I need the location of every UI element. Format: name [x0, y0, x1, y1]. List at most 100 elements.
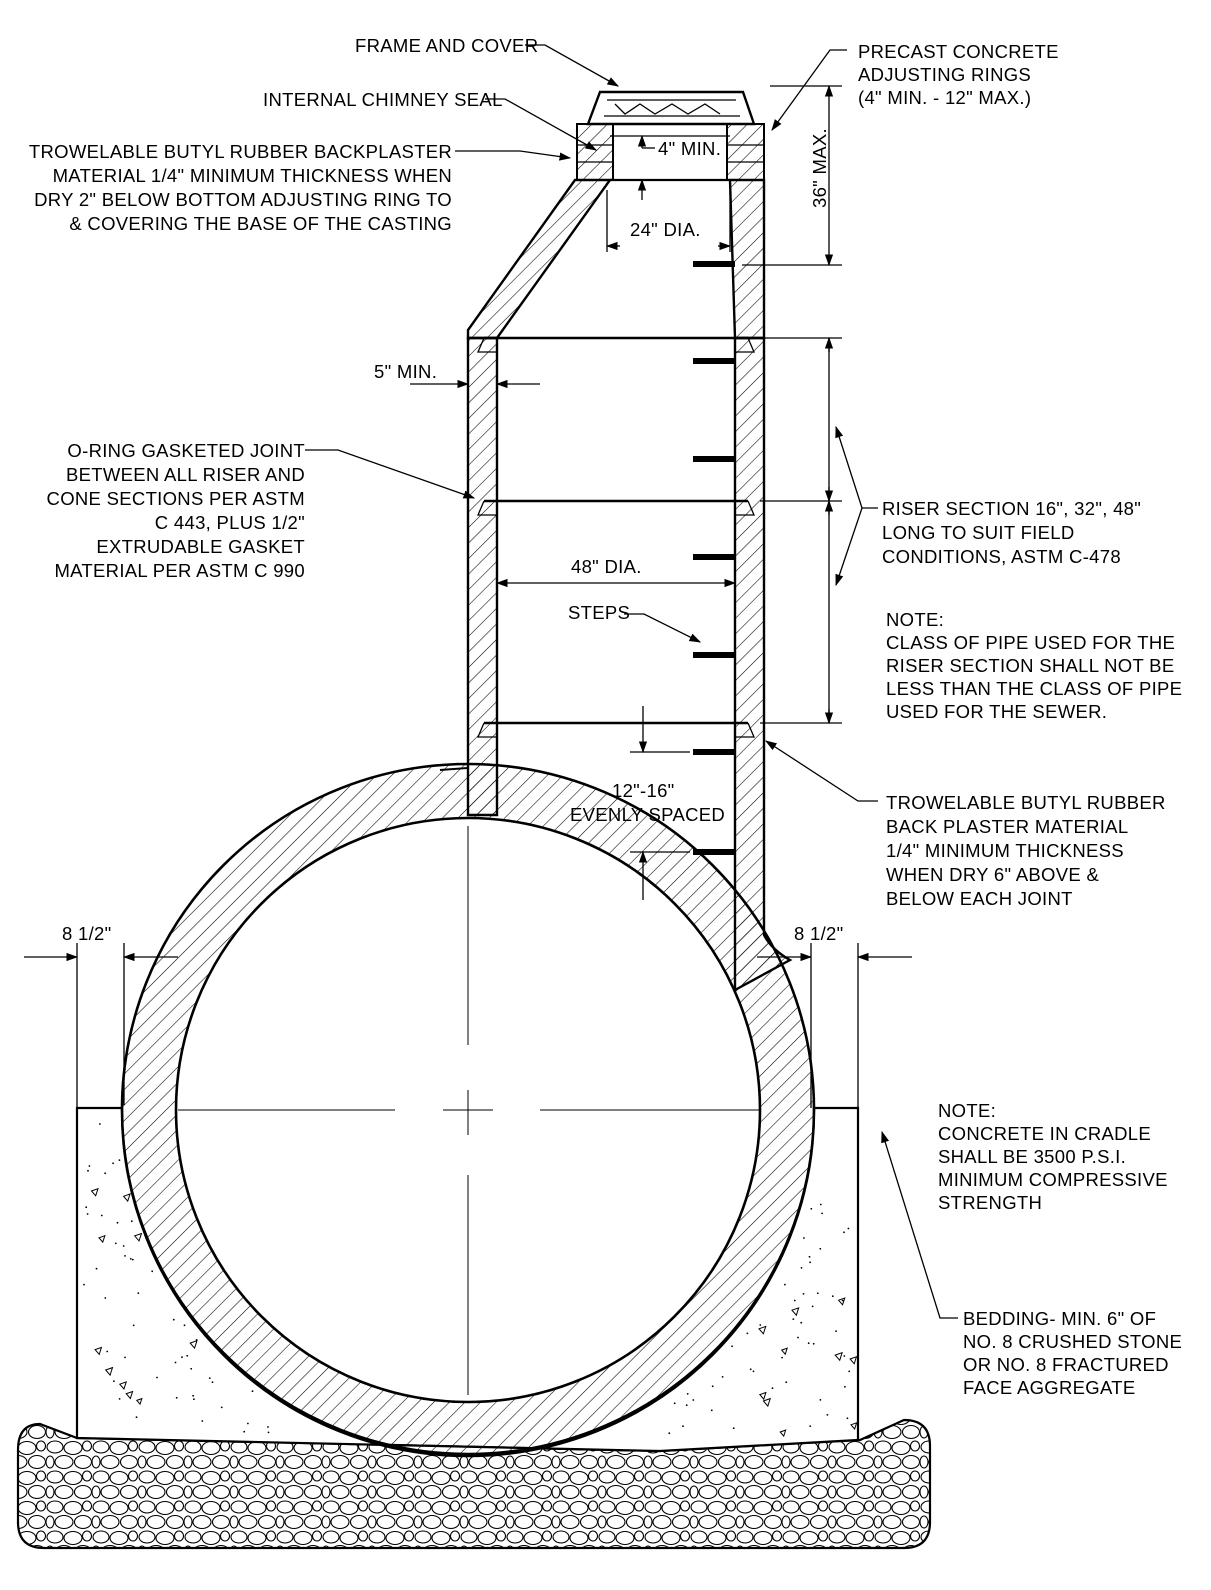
dim-36-max: 36" MAX. — [809, 128, 830, 208]
speckle-dot — [800, 1267, 803, 1269]
speckle-dot — [843, 1231, 845, 1234]
speckle-dot — [810, 1207, 813, 1210]
speckle-dot — [848, 1370, 851, 1373]
speckle-dot — [682, 1425, 684, 1428]
speckle-dot — [819, 1399, 822, 1401]
speckle-dot — [803, 1237, 805, 1239]
speckle-dot — [746, 1332, 749, 1335]
oring-line-2: BETWEEN ALL RISER AND — [66, 464, 305, 485]
speckle-dot — [183, 1324, 186, 1327]
precast-rings-line-1: PRECAST CONCRETE — [858, 41, 1059, 62]
speckle-dot — [721, 1376, 724, 1378]
note-cradle-line-5: STRENGTH — [938, 1192, 1042, 1213]
step-rung — [693, 456, 735, 462]
note-cradle-line-1: NOTE: — [938, 1100, 996, 1121]
butyl-joint-line-1: TROWELABLE BUTYL RUBBER — [886, 792, 1166, 813]
note-pipe-line-5: USED FOR THE SEWER. — [886, 701, 1107, 722]
step-rung — [693, 554, 735, 560]
dim-48-dia: 48" DIA. — [571, 556, 642, 577]
speckle-dot — [800, 1321, 803, 1324]
speckle-dot — [797, 1336, 799, 1339]
leader-lines — [305, 44, 958, 1319]
step-rung — [693, 652, 735, 658]
speckle-dot — [118, 1159, 121, 1161]
dim-right-8-half: 8 1/2" — [794, 923, 844, 944]
speckle-dot — [821, 1212, 823, 1215]
speckle-dot — [247, 1422, 249, 1425]
speckle-dot — [831, 1295, 834, 1298]
butyl-joint-line-4: WHEN DRY 6" ABOVE & — [886, 864, 1099, 885]
speckle-aggregate — [837, 1297, 846, 1306]
speckle-dot — [752, 1370, 755, 1373]
oring-line-4: C 443, PLUS 1/2" — [155, 512, 305, 533]
step-rung — [693, 261, 735, 267]
speckle-dot — [826, 1414, 829, 1416]
speckle-dot — [710, 1409, 713, 1412]
speckle-dot — [87, 1169, 89, 1172]
spacing-line-1: 12"-16" — [612, 780, 675, 801]
annotations: FRAME AND COVER PRECAST CONCRETE ADJUSTI… — [29, 35, 1182, 1398]
speckle-dot — [122, 1245, 125, 1247]
spacing-line-2: EVENLY SPACED — [570, 804, 725, 825]
speckle-dot — [811, 1305, 814, 1308]
dim-4-min: 4" MIN. — [658, 138, 721, 159]
speckle-dot — [809, 1261, 811, 1264]
speckle-dot — [186, 1354, 189, 1357]
speckle-aggregate — [118, 1381, 128, 1390]
centerlines — [178, 826, 760, 1395]
bedding-line-2: NO. 8 CRUSHED STONE — [963, 1331, 1182, 1352]
speckle-dot — [673, 1402, 676, 1405]
speckle-dot — [174, 1361, 177, 1364]
frame-and-cover — [586, 90, 756, 136]
speckle-dot — [807, 1342, 810, 1345]
speckle-dot — [181, 1356, 183, 1359]
speckle-dot — [135, 1416, 138, 1419]
speckle-dot — [99, 1123, 101, 1125]
speckle-aggregate — [98, 1234, 106, 1244]
speckle-dot — [781, 1356, 783, 1359]
dim-5-min: 5" MIN. — [374, 361, 437, 382]
step-rung — [693, 358, 735, 364]
speckle-aggregate — [94, 1346, 103, 1356]
speckle-dot — [220, 1406, 223, 1409]
oring-line-3: CONE SECTIONS PER ASTM — [47, 488, 305, 509]
speckle-aggregate — [125, 1390, 134, 1400]
chimney-seal-label: INTERNAL CHIMNEY SEAL — [263, 89, 503, 110]
speckle-aggregate — [133, 1232, 143, 1242]
speckle-aggregate — [758, 1325, 767, 1335]
note-pipe-line-3: RISER SECTION SHALL NOT BE — [886, 655, 1174, 676]
butyl-top-line-4: & COVERING THE BASE OF THE CASTING — [69, 213, 452, 234]
butyl-joint-line-3: 1/4" MINIMUM THICKNESS — [886, 840, 1124, 861]
speckle-dot — [86, 1213, 89, 1215]
speckle-dot — [802, 1293, 805, 1295]
speckle-dot — [104, 1297, 107, 1299]
speckle-dot — [172, 1318, 175, 1321]
note-pipe-line-4: LESS THAN THE CLASS OF PIPE — [886, 678, 1182, 699]
speckle-aggregate — [834, 1351, 843, 1362]
oring-line-1: O-RING GASKETED JOINT — [67, 440, 305, 461]
speckle-aggregate — [762, 1397, 771, 1408]
speckle-dot — [846, 1417, 849, 1420]
speckle-dot — [809, 1425, 812, 1427]
speckle-aggregate — [758, 1391, 767, 1401]
speckle-dot — [211, 1381, 214, 1384]
speckle-dot — [131, 1258, 134, 1261]
speckle-dot — [819, 1247, 822, 1250]
speckle-aggregate — [780, 1347, 788, 1356]
speckle-dot — [85, 1206, 88, 1209]
speckle-dot — [692, 1399, 695, 1401]
speckle-dot — [100, 1214, 103, 1217]
speckle-dot — [88, 1165, 91, 1167]
speckle-dot — [113, 1380, 115, 1383]
speckle-dot — [711, 1385, 714, 1388]
speckle-dot — [841, 1299, 844, 1302]
riser-line-2: LONG TO SUIT FIELD — [882, 522, 1075, 543]
butyl-top-line-2: MATERIAL 1/4" MINIMUM THICKNESS WHEN — [53, 165, 452, 186]
oring-line-5: EXTRUDABLE GASKET — [96, 536, 305, 557]
speckle-aggregate — [779, 1429, 787, 1438]
speckle-dot — [847, 1227, 850, 1230]
speckle-dot — [95, 1267, 98, 1270]
speckle-dot — [267, 1426, 269, 1428]
dimension-lines — [24, 84, 912, 1108]
note-pipe-line-1: NOTE: — [886, 609, 944, 630]
